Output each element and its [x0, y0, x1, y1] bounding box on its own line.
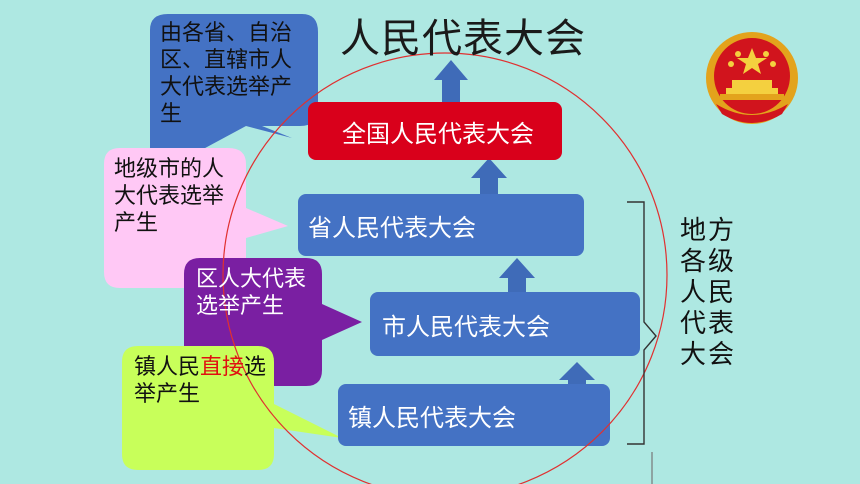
- side-bracket: [627, 201, 657, 445]
- page-title: 人民代表大会: [340, 16, 586, 62]
- arrow-up-city: [559, 362, 595, 386]
- bubble-province: [104, 148, 288, 288]
- box-town: [338, 384, 610, 446]
- bubble-national-text: 由各省、自治区、直辖市人大代表选举产生: [160, 21, 293, 127]
- arrow-up-top: [434, 60, 468, 102]
- bubble-town-text: 镇人民直接选举产生: [134, 354, 270, 408]
- box-city: [370, 292, 640, 356]
- highlight-circle: [222, 52, 668, 484]
- bubble-city-text: 区人大代表选举产生: [196, 267, 307, 319]
- arrow-up-province: [499, 258, 535, 296]
- side-label: 地方各级人民代表大会: [680, 216, 737, 370]
- bubble-town: [122, 346, 342, 470]
- box-province: [298, 194, 584, 256]
- bubble-national: [150, 14, 318, 168]
- bubble-town-suffix: 选举产生: [134, 355, 267, 407]
- box-city-label: 市人民代表大会: [382, 312, 550, 341]
- box-province-label: 省人民代表大会: [308, 213, 476, 242]
- bubble-town-emphasis: 直接: [200, 355, 245, 380]
- box-national-label: 全国人民代表大会: [342, 119, 534, 148]
- bubble-province-text: 地级市的人大代表选举产生: [114, 157, 225, 236]
- box-national: [308, 102, 562, 160]
- bubble-town-prefix: 镇人民: [134, 355, 201, 380]
- national-emblem-icon: [706, 32, 798, 124]
- arrow-up-national: [471, 158, 507, 196]
- box-town-label: 镇人民代表大会: [348, 403, 516, 432]
